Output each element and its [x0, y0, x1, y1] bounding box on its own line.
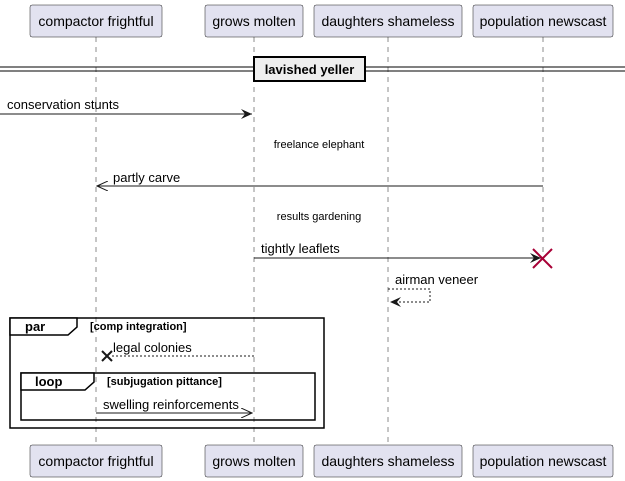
message-conservation-stunts[interactable]: conservation stunts [0, 97, 252, 119]
message-legal-colonies[interactable]: legal colonies [110, 340, 254, 357]
delay-label: freelance elephant [274, 139, 365, 151]
message-swelling-reinforcements[interactable]: swelling reinforcements [96, 397, 252, 413]
fragment-tab [9, 317, 78, 336]
participant-daughters-shameless-top[interactable]: daughters shameless [313, 4, 463, 38]
fragment-frame [9, 317, 325, 429]
message-airman-veneer[interactable]: airman veneer [388, 272, 479, 307]
fragment-loop: loop [subjugation pittance] [20, 372, 316, 421]
participant-grows-molten-bottom[interactable]: grows molten [204, 444, 304, 478]
participant-population-newscast-top[interactable]: population newscast [472, 4, 614, 38]
participant-compactor-frightful-bottom[interactable]: compactor frightful [29, 444, 163, 478]
message-partly-carve[interactable]: partly carve [97, 170, 543, 186]
message-label: airman veneer [395, 272, 479, 287]
delay-label: results gardening [277, 211, 361, 223]
participant-label: grows molten [212, 453, 295, 469]
participant-label: grows molten [212, 13, 295, 29]
divider-box [253, 56, 366, 82]
delay-freelance-elephant: freelance elephant [274, 139, 365, 151]
fragment-guard: [comp integration] [90, 321, 187, 333]
fragment-par: par [comp integration] [9, 317, 325, 429]
participant-label: population newscast [480, 453, 607, 469]
fragment-operator: par [25, 319, 45, 334]
divider: lavished yeller [0, 56, 625, 82]
participant-label: daughters shameless [321, 13, 454, 29]
participant-label: population newscast [480, 13, 607, 29]
participant-label: compactor frightful [38, 13, 153, 29]
participant-daughters-shameless-bottom[interactable]: daughters shameless [313, 444, 463, 478]
participant-compactor-frightful-top[interactable]: compactor frightful [29, 4, 163, 38]
fragment-guard: [subjugation pittance] [107, 376, 222, 388]
message-label: tightly leaflets [261, 241, 340, 256]
message-label: conservation stunts [7, 97, 120, 112]
fragment-tab [20, 372, 95, 391]
message-label: partly carve [113, 170, 180, 185]
delay-results-gardening: results gardening [277, 211, 361, 223]
participant-grows-molten-top[interactable]: grows molten [204, 4, 304, 38]
lifelines [95, 37, 544, 445]
message-arrow [388, 288, 431, 307]
divider-label: lavished yeller [265, 62, 355, 77]
message-label: legal colonies [113, 340, 192, 355]
participant-label: compactor frightful [38, 453, 153, 469]
message-label: swelling reinforcements [103, 397, 239, 412]
fragment-operator: loop [35, 374, 62, 389]
message-tightly-leaflets[interactable]: tightly leaflets [254, 241, 541, 263]
participant-population-newscast-bottom[interactable]: population newscast [472, 444, 614, 478]
participant-label: daughters shameless [321, 453, 454, 469]
destroy-x-icon [532, 248, 553, 269]
lost-x-icon [101, 350, 113, 362]
fragment-frame [20, 372, 316, 421]
